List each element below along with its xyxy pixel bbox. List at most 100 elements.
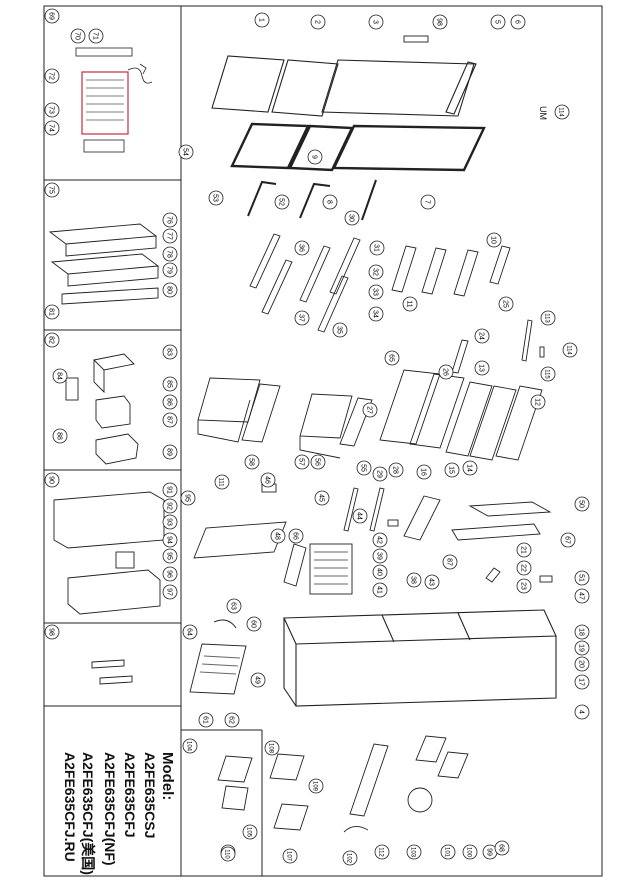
callout-number: 102: [346, 853, 352, 864]
callout-3: 3: [368, 14, 384, 30]
callout-24: 24: [474, 328, 490, 344]
callout-number: 83: [166, 348, 173, 356]
callout-number: 10: [490, 236, 497, 244]
callout-circle: [516, 542, 532, 558]
callout-28: 28: [388, 462, 404, 478]
callout-101: 101: [440, 844, 456, 860]
hinge-brackets: [249, 233, 361, 333]
callout-number: 63: [230, 602, 237, 610]
callout-16: 16: [416, 464, 432, 480]
callout-circle: [310, 454, 326, 470]
callout-98: 98: [432, 14, 448, 30]
callout-number: 9: [311, 155, 318, 159]
callout-circle: [182, 624, 198, 640]
callout-circle: [322, 194, 338, 210]
callout-circle: [462, 460, 478, 476]
callout-8: 8: [322, 194, 338, 210]
callout-number: 108: [268, 743, 274, 754]
callout-number: 42: [376, 536, 383, 544]
callout-number: 13: [478, 364, 485, 372]
callout-number: 79: [166, 266, 173, 274]
callout-circle: [486, 232, 502, 248]
callout-43: 43: [424, 574, 440, 590]
callout-number: 112: [378, 847, 384, 857]
callout-55: 55: [356, 460, 372, 476]
callout-2: 2: [310, 14, 326, 30]
callout-circle: [406, 844, 422, 860]
callout-48: 48: [270, 528, 286, 544]
callout-circle: [180, 490, 196, 506]
callout-number: 38: [410, 576, 417, 584]
callout-number: 43: [428, 578, 435, 586]
callout-circle: [388, 462, 404, 478]
page-border: [43, 5, 603, 877]
evaporator-assembly: [193, 487, 552, 595]
callout-12: 12: [530, 394, 546, 410]
callout-number: 73: [48, 106, 55, 114]
callout-38: 38: [406, 572, 422, 588]
callout-number: 85: [166, 380, 173, 388]
callout-circle: [52, 368, 68, 384]
callout-number: 12: [534, 398, 541, 406]
callout-104: 104: [182, 738, 198, 754]
callout-52: 52: [274, 194, 290, 210]
callout-number: 87: [446, 558, 453, 566]
callout-circle: [162, 498, 178, 514]
callout-circle: [274, 194, 290, 210]
small-parts: [261, 35, 553, 583]
crisper-drawers: [197, 377, 373, 459]
callout-112: 112: [374, 844, 390, 860]
callout-number: 22: [520, 564, 527, 572]
callout-number: 60: [250, 620, 257, 628]
callout-69: 69: [44, 8, 60, 24]
callout-number: 48: [274, 532, 281, 540]
callout-number: 77: [166, 232, 173, 240]
callout-circle: [52, 428, 68, 444]
callout-circle: [214, 474, 230, 490]
callout-number: 16: [420, 468, 427, 476]
callout-53: 53: [208, 190, 224, 206]
callout-number: 98: [436, 18, 443, 26]
callout-74: 74: [44, 120, 60, 136]
callout-circle: [250, 672, 266, 688]
callout-number: 95: [166, 552, 173, 560]
callout-number: 66: [292, 532, 299, 540]
callout-number: 96: [166, 570, 173, 578]
callout-circle: [162, 514, 178, 530]
callout-73: 73: [44, 102, 60, 118]
callout-circle: [342, 850, 358, 866]
callout-circle: [270, 528, 286, 544]
callout-circle: [554, 104, 570, 120]
callout-107: 107: [282, 848, 298, 864]
callout-84: 84: [52, 368, 68, 384]
callout-number: 41: [376, 586, 383, 594]
callout-number: 101: [444, 847, 450, 858]
callout-circle: [162, 376, 178, 392]
callout-circle: [384, 350, 400, 366]
callout-number: 65: [388, 354, 395, 362]
bottom-parts: [217, 735, 469, 833]
callout-37: 37: [294, 310, 310, 326]
callout-circle: [344, 210, 360, 226]
callout-45: 45: [314, 490, 330, 506]
callout-49: 49: [250, 672, 266, 688]
callout-111: 111: [214, 474, 230, 490]
panel-66-assembly: [75, 47, 153, 153]
callout-circle: [162, 228, 178, 244]
callout-number: 104: [186, 741, 192, 752]
callout-number: 80: [166, 286, 173, 294]
callout-9: 9: [307, 149, 323, 165]
callout-number: 70: [74, 32, 81, 40]
callout-number: 50: [578, 500, 585, 508]
callout-number: 87: [166, 416, 173, 424]
callout-circle: [462, 844, 478, 860]
callout-circle: [574, 640, 590, 656]
callout-circle: [368, 14, 384, 30]
callout-circle: [162, 444, 178, 460]
callout-number: 40: [376, 568, 383, 576]
callout-circle: [368, 264, 384, 280]
callout-75: 75: [44, 182, 60, 198]
callout-72: 72: [44, 68, 60, 84]
door-gaskets: [230, 122, 486, 172]
callout-42: 42: [372, 532, 388, 548]
